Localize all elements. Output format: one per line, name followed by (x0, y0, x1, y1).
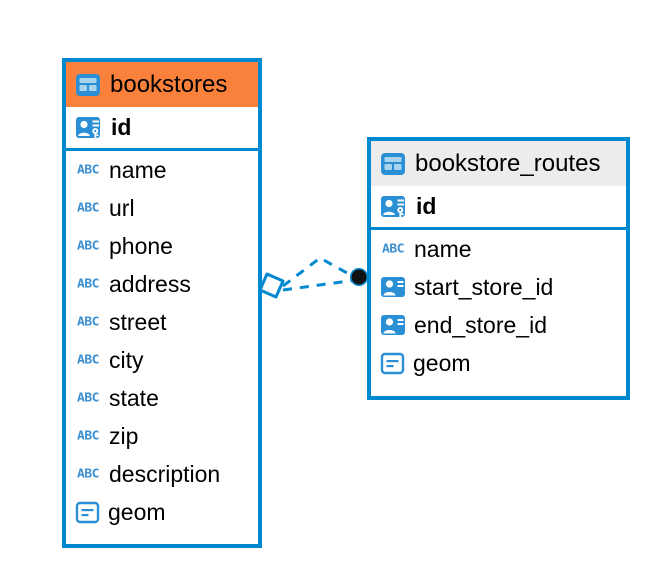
entity-header-bookstores[interactable]: bookstores (66, 62, 258, 107)
field-row-address[interactable]: ABC address (66, 265, 258, 303)
abc-icon-label: ABC (77, 239, 99, 253)
field-label: description (109, 460, 221, 487)
entity-header-bookstore-routes[interactable]: bookstore_routes (371, 141, 626, 186)
field-row-start-store-id[interactable]: start_store_id (371, 268, 626, 306)
relationship-line-upper (282, 256, 357, 288)
field-label: name (414, 235, 472, 262)
abc-icon-label: ABC (77, 163, 99, 177)
abc-text-icon: ABC (75, 351, 101, 369)
field-row-phone[interactable]: ABC phone (66, 227, 258, 265)
field-label: geom (108, 498, 166, 525)
abc-icon-label: ABC (77, 277, 99, 291)
field-label: geom (413, 349, 471, 376)
abc-text-icon: ABC (75, 313, 101, 331)
abc-text-icon: ABC (380, 240, 406, 258)
abc-icon-label: ABC (77, 391, 99, 405)
field-row-zip[interactable]: ABC zip (66, 417, 258, 455)
field-label: state (109, 384, 159, 411)
geometry-icon (380, 351, 405, 376)
table-icon (380, 151, 406, 177)
entity-fields-bookstore-routes: id ABC name start_sto (371, 186, 626, 382)
abc-text-icon: ABC (75, 237, 101, 255)
field-row-url[interactable]: ABC url (66, 189, 258, 227)
relationship-diamond-endpoint (258, 272, 285, 299)
entity-title: bookstores (110, 70, 228, 98)
abc-text-icon: ABC (75, 427, 101, 445)
geometry-icon (75, 500, 100, 525)
abc-text-icon: ABC (75, 389, 101, 407)
relationship-line-lower (282, 278, 357, 292)
field-label: id (111, 114, 132, 140)
abc-icon-label: ABC (77, 429, 99, 443)
abc-icon-label: ABC (77, 467, 99, 481)
field-row-name[interactable]: ABC name (66, 151, 258, 189)
primary-key-icon (380, 193, 408, 221)
field-row-geom[interactable]: geom (66, 493, 258, 531)
field-label: name (109, 156, 167, 183)
abc-text-icon: ABC (75, 275, 101, 293)
field-row-state[interactable]: ABC state (66, 379, 258, 417)
entity-title: bookstore_routes (415, 149, 601, 177)
entity-table-bookstores[interactable]: bookstores id (62, 58, 262, 548)
foreign-key-icon (380, 312, 406, 338)
field-row-geom[interactable]: geom (371, 344, 626, 382)
field-label: address (109, 270, 191, 297)
abc-text-icon: ABC (75, 199, 101, 217)
abc-text-icon: ABC (75, 161, 101, 179)
field-row-city[interactable]: ABC city (66, 341, 258, 379)
entity-fields-bookstores: id ABC name ABC url ABC phone (66, 107, 258, 531)
foreign-key-icon (380, 274, 406, 300)
primary-key-icon (75, 114, 103, 142)
abc-icon-label: ABC (77, 201, 99, 215)
field-label: id (416, 193, 437, 219)
field-row-description[interactable]: ABC description (66, 455, 258, 493)
field-label: phone (109, 232, 173, 259)
relationship-circle-endpoint (350, 268, 368, 286)
field-row-end-store-id[interactable]: end_store_id (371, 306, 626, 344)
field-label: city (109, 346, 144, 373)
entity-table-bookstore-routes[interactable]: bookstore_routes (367, 137, 630, 400)
abc-icon-label: ABC (77, 353, 99, 367)
field-label: street (109, 308, 167, 335)
abc-icon-label: ABC (382, 242, 404, 256)
field-label: zip (109, 422, 139, 449)
abc-icon-label: ABC (77, 315, 99, 329)
field-label: end_store_id (414, 311, 547, 338)
field-label: url (109, 194, 135, 221)
abc-text-icon: ABC (75, 465, 101, 483)
field-row-street[interactable]: ABC street (66, 303, 258, 341)
table-icon (75, 72, 101, 98)
field-row-primary-key[interactable]: id (371, 186, 626, 230)
field-row-primary-key[interactable]: id (66, 107, 258, 151)
field-row-name[interactable]: ABC name (371, 230, 626, 268)
field-label: start_store_id (414, 273, 554, 300)
